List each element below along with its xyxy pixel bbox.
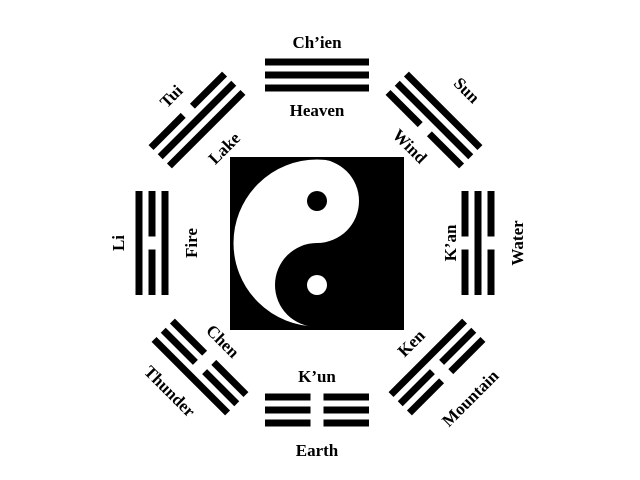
trigram-mountain-broken-line-3-seg-2 xyxy=(448,336,486,375)
trigram-mountain-broken-line-3-seg-1 xyxy=(406,378,445,416)
trigram-heaven-meaning: Heaven xyxy=(290,101,345,120)
trigram-water-broken-line-3-seg-1 xyxy=(461,191,469,237)
trigram-fire-meaning: Fire xyxy=(182,228,201,258)
trigram-mountain-meaning: Mountain xyxy=(438,366,503,431)
trigram-mountain-name: Ken xyxy=(394,326,429,361)
trigram-lake-name: Tui xyxy=(156,81,187,112)
trigram-lake-solid-line-2 xyxy=(157,80,237,160)
yin-yang-black-swirl xyxy=(275,159,401,327)
trigram-fire-broken-line-2-seg-2 xyxy=(148,249,156,295)
trigram-earth-broken-line-1-seg-1 xyxy=(265,393,311,401)
trigram-heaven-solid-line-2 xyxy=(265,71,369,79)
trigram-wind-solid-line-1 xyxy=(403,71,483,151)
trigram-fire-solid-line-3 xyxy=(135,191,143,295)
yin-yang-white-dot xyxy=(307,275,327,295)
trigram-heaven-solid-line-3 xyxy=(265,84,369,92)
trigram-thunder-broken-line-2-seg-2 xyxy=(202,369,240,407)
trigram-wind: Sun Wind xyxy=(385,71,484,169)
trigram-water: K’an Water xyxy=(441,191,527,295)
trigram-lake-broken-line-1-seg-2 xyxy=(189,71,228,109)
trigram-water-broken-line-1-seg-1 xyxy=(487,191,495,237)
trigram-water-broken-line-3-seg-2 xyxy=(461,249,469,295)
trigram-earth-broken-line-2-seg-1 xyxy=(265,406,311,414)
trigram-wind-solid-line-2 xyxy=(394,80,474,160)
trigram-heaven-name: Ch’ien xyxy=(292,33,342,52)
trigram-earth-name: K’un xyxy=(298,367,336,386)
trigram-mountain-broken-line-2-seg-1 xyxy=(397,369,435,407)
trigram-thunder: Chen Thunder xyxy=(140,318,249,421)
trigram-earth-broken-line-3-seg-1 xyxy=(265,419,311,427)
trigram-earth-broken-line-2-seg-2 xyxy=(323,406,369,414)
trigram-wind-broken-line-3-seg-1 xyxy=(385,89,423,128)
trigram-earth-meaning: Earth xyxy=(296,441,339,460)
trigram-wind-name: Sun xyxy=(450,74,484,108)
trigram-thunder-broken-line-1-seg-1 xyxy=(169,318,208,356)
trigram-fire-name: Li xyxy=(109,235,128,251)
trigram-thunder-broken-line-1-seg-2 xyxy=(211,359,249,398)
trigram-fire-broken-line-2-seg-1 xyxy=(148,191,156,237)
trigram-water-name: K’an xyxy=(441,224,460,261)
trigram-mountain: Ken Mountain xyxy=(388,318,503,431)
trigram-heaven: Ch’ien Heaven xyxy=(265,33,369,120)
trigram-heaven-solid-line-1 xyxy=(265,58,369,66)
trigram-wind-broken-line-3-seg-2 xyxy=(426,131,465,169)
yin-yang-black-dot xyxy=(307,191,327,211)
trigram-water-broken-line-1-seg-2 xyxy=(487,249,495,295)
trigram-water-solid-line-2 xyxy=(474,191,482,295)
trigram-earth: K’un Earth xyxy=(265,367,369,460)
trigram-lake-solid-line-3 xyxy=(166,89,246,169)
trigram-earth-broken-line-3-seg-2 xyxy=(323,419,369,427)
trigram-lake-broken-line-1-seg-1 xyxy=(148,112,186,151)
trigram-mountain-solid-line-1 xyxy=(388,318,468,398)
trigram-lake: Tui Lake xyxy=(148,71,246,169)
trigram-thunder-solid-line-3 xyxy=(151,336,231,416)
trigram-thunder-meaning: Thunder xyxy=(140,362,199,421)
trigram-mountain-broken-line-2-seg-2 xyxy=(439,327,477,365)
trigram-earth-broken-line-1-seg-2 xyxy=(323,393,369,401)
trigram-fire-solid-line-1 xyxy=(161,191,169,295)
trigram-thunder-broken-line-2-seg-1 xyxy=(160,327,198,365)
trigram-water-meaning: Water xyxy=(508,220,527,266)
yin-yang-symbol xyxy=(230,157,404,330)
trigram-fire: Li Fire xyxy=(109,191,201,295)
